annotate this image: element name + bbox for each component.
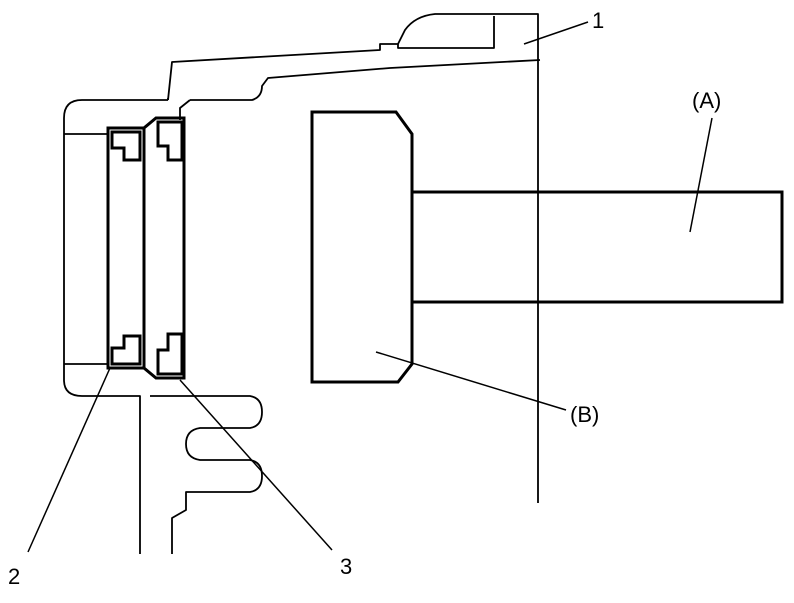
seal-2-lower-lip	[110, 334, 142, 366]
label-part-b: (B)	[570, 402, 599, 427]
tool-shaft-a	[412, 190, 784, 304]
label-part-1: 1	[592, 8, 604, 33]
housing	[63, 13, 541, 554]
seal-3-lower-lip	[156, 332, 184, 376]
label-part-2: 2	[8, 564, 20, 589]
seal-3	[142, 116, 186, 380]
housing-top-inner	[397, 16, 495, 49]
housing-left-inner	[64, 133, 108, 365]
label-part-3: 3	[340, 554, 352, 579]
seal-2-body	[106, 126, 146, 370]
leader-line-a	[689, 117, 713, 233]
seal-3-body	[142, 116, 186, 380]
leader-line-3	[179, 379, 333, 551]
housing-lower-ribs	[150, 395, 263, 554]
leader-line-b	[375, 351, 567, 411]
housing-left-shell	[63, 99, 168, 554]
tool-head-b	[310, 110, 414, 384]
seal-3-upper-lip	[156, 120, 184, 162]
seal-2	[106, 126, 146, 370]
housing-step-line	[190, 59, 541, 101]
leader-line-2	[27, 367, 111, 553]
label-part-a: (A)	[692, 88, 721, 113]
seal-2-upper-lip	[110, 130, 142, 162]
leader-line-1	[523, 21, 589, 45]
housing-shell-connector	[167, 98, 191, 120]
housing-top-outline	[167, 13, 539, 503]
